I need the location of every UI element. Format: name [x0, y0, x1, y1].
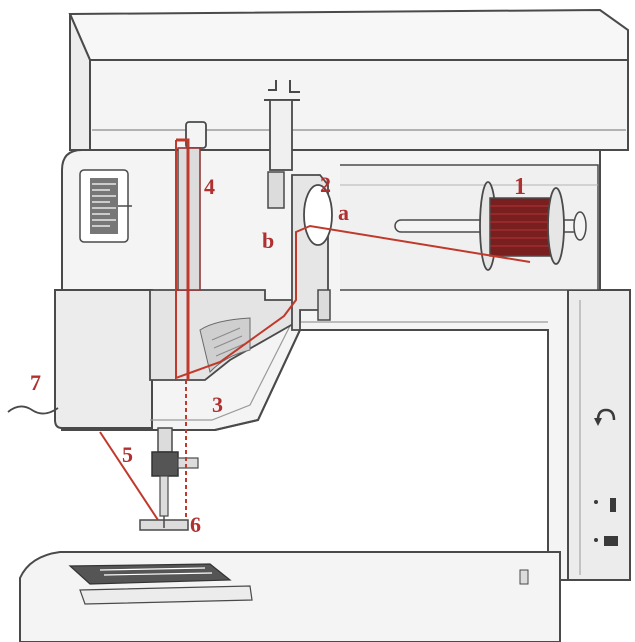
label-needle: 6	[190, 512, 201, 537]
reverse-arrow-icon	[594, 408, 616, 426]
thread-tension-assembly	[264, 80, 333, 331]
dial-window	[79, 169, 132, 243]
machine-bed	[19, 551, 561, 642]
label-spool-pin: 1	[514, 174, 526, 200]
label-thread-guide: 2	[320, 172, 331, 197]
label-guide-a: a	[338, 200, 349, 225]
label-guide-b: b	[262, 228, 274, 253]
label-thread-cutter: 7	[30, 370, 41, 395]
right-panel	[567, 289, 631, 581]
label-needle-guide: 5	[122, 442, 133, 467]
machine-lid	[68, 8, 629, 151]
face-plate	[54, 289, 153, 429]
spool-pin-assembly	[394, 181, 587, 271]
needle-assembly	[139, 427, 199, 531]
thread-path	[99, 138, 531, 521]
label-threading-channel: 4	[204, 174, 215, 199]
needle-position-icon	[594, 498, 616, 512]
label-take-up-lever: 3	[212, 392, 223, 417]
thread-cutter-indicator	[7, 405, 59, 415]
stitch-select-icon	[594, 536, 618, 546]
